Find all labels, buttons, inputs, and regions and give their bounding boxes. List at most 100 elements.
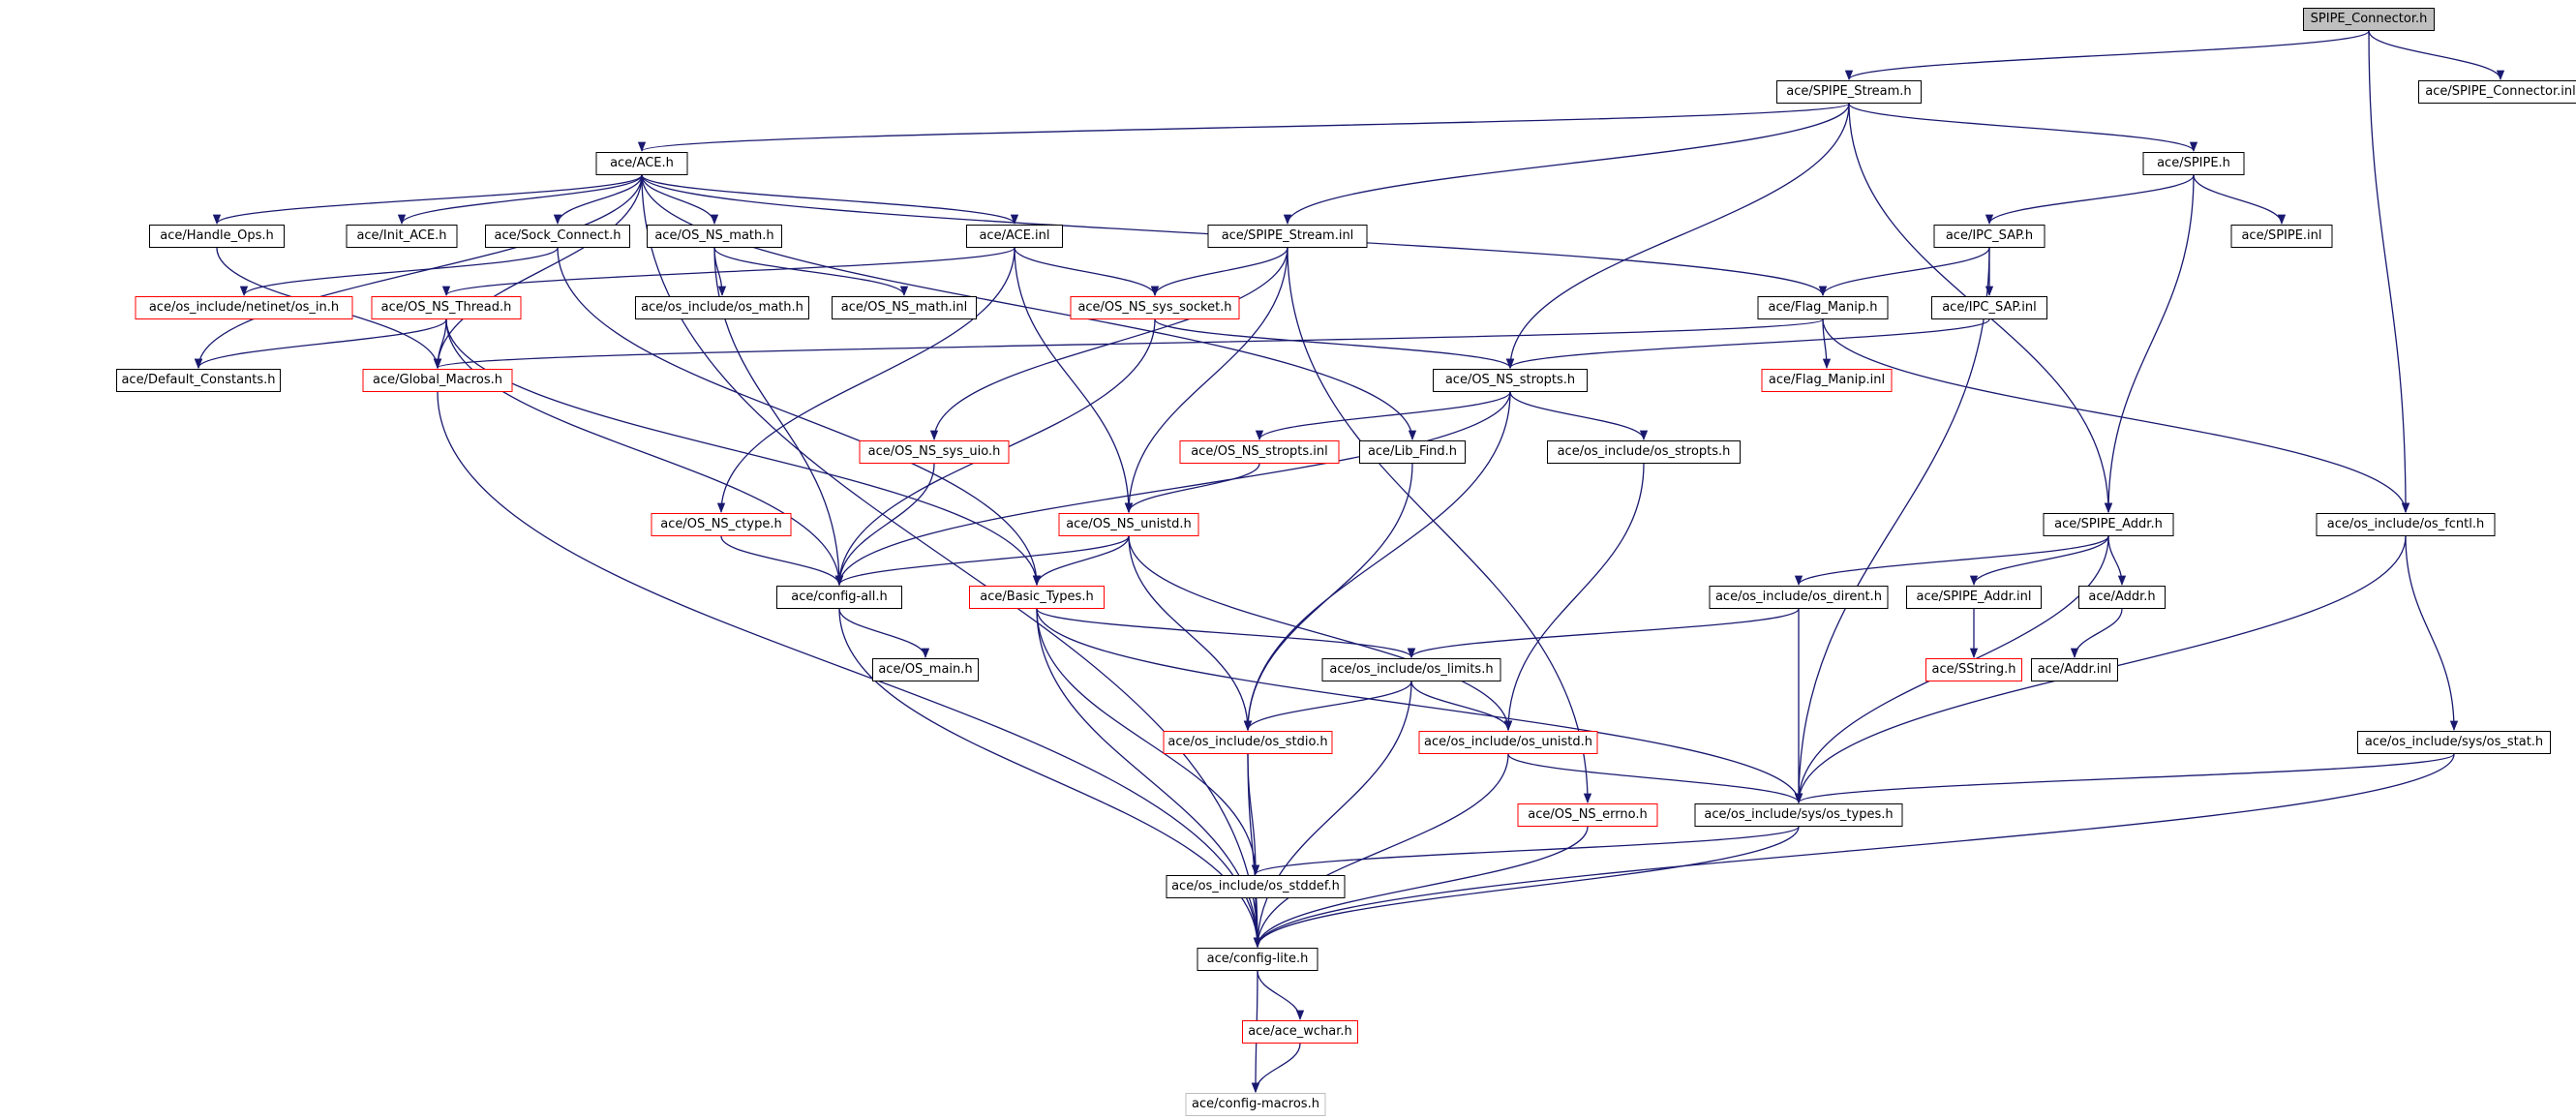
edge-ace-h-to-handle-ops-h bbox=[213, 174, 643, 226]
edge-os-ns-sys-socket-h-to-os-ns-stropts-h bbox=[1154, 318, 1515, 370]
node-os-ns-sys-uio-h[interactable]: ace/OS_NS_sys_uio.h bbox=[859, 440, 1010, 464]
node-global-macros-h[interactable]: ace/Global_Macros.h bbox=[362, 369, 513, 392]
edge-os-ns-math-h-to-os-ns-math-inl bbox=[713, 247, 909, 297]
edge-ace-h-to-os-ns-math-h bbox=[641, 174, 719, 226]
edge-ipc-sap-h-to-flag-manip-h bbox=[1818, 247, 1990, 297]
edge-os-ns-unistd-h-to-config-all-h bbox=[834, 535, 1130, 587]
node-os-limits-h[interactable]: ace/os_include/os_limits.h bbox=[1321, 658, 1501, 681]
node-os-stropts-h[interactable]: ace/os_include/os_stropts.h bbox=[1547, 440, 1741, 464]
edge-os-dirent-h-to-os-limits-h bbox=[1408, 608, 1800, 659]
node-config-lite-h[interactable]: ace/config-lite.h bbox=[1197, 948, 1318, 971]
edge-os-stddef-h-to-config-lite-h bbox=[1253, 897, 1262, 949]
node-spipe-h[interactable]: ace/SPIPE.h bbox=[2142, 152, 2245, 175]
edge-spipe-stream-inl-to-os-ns-sys-socket-h bbox=[1150, 247, 1288, 297]
edge-spipe-connector-h-to-spipe-stream-h bbox=[1845, 30, 2370, 81]
edge-os-limits-h-to-os-unistd-h bbox=[1410, 681, 1513, 732]
node-os-fcntl-h[interactable]: ace/os_include/os_fcntl.h bbox=[2316, 513, 2496, 536]
node-os-ns-thread-h[interactable]: ace/OS_NS_Thread.h bbox=[371, 296, 522, 319]
edge-sock-connect-h-to-basic-types-h bbox=[557, 247, 1042, 587]
node-sock-connect-h[interactable]: ace/Sock_Connect.h bbox=[485, 225, 630, 248]
node-netinet-os-in-h[interactable]: ace/os_include/netinet/os_in.h bbox=[135, 296, 353, 319]
node-handle-ops-h[interactable]: ace/Handle_Ops.h bbox=[149, 225, 285, 248]
edge-spipe-stream-inl-to-os-ns-errno-h bbox=[1287, 247, 1592, 804]
edge-spipe-connector-h-to-spipe-connector-inl bbox=[2368, 30, 2505, 81]
node-spipe-inl[interactable]: ace/SPIPE.inl bbox=[2230, 225, 2333, 248]
edge-sys-os-types-h-to-config-lite-h bbox=[1253, 826, 1800, 949]
edge-flag-manip-h-to-global-macros-h bbox=[434, 318, 1824, 370]
node-os-ns-sys-socket-h[interactable]: ace/OS_NS_sys_socket.h bbox=[1070, 296, 1240, 319]
node-flag-manip-inl[interactable]: ace/Flag_Manip.inl bbox=[1761, 369, 1893, 392]
node-os-ns-math-inl[interactable]: ace/OS_NS_math.inl bbox=[832, 296, 977, 319]
edge-os-ns-stropts-inl-to-os-ns-unistd-h bbox=[1124, 463, 1260, 514]
edge-os-ns-unistd-h-to-os-stdio-h bbox=[1128, 535, 1253, 732]
edge-sock-connect-h-to-netinet-os-in-h bbox=[239, 247, 559, 297]
edge-sys-os-stat-h-to-sys-os-types-h bbox=[1795, 753, 2455, 804]
node-default-constants-h[interactable]: ace/Default_Constants.h bbox=[116, 369, 281, 392]
node-os-math-h[interactable]: ace/os_include/os_math.h bbox=[635, 296, 809, 319]
node-config-macros-h[interactable]: ace/config-macros.h bbox=[1185, 1093, 1326, 1116]
node-ace-inl[interactable]: ace/ACE.inl bbox=[966, 225, 1063, 248]
node-spipe-addr-h[interactable]: ace/SPIPE_Addr.h bbox=[2043, 513, 2174, 536]
edge-os-ns-thread-h-to-config-all-h bbox=[445, 318, 844, 587]
node-os-ns-ctype-h[interactable]: ace/OS_NS_ctype.h bbox=[651, 513, 792, 536]
edge-ace-h-to-default-constants-h bbox=[194, 174, 643, 370]
node-init-ace-h[interactable]: ace/Init_ACE.h bbox=[346, 225, 458, 248]
node-flag-manip-h[interactable]: ace/Flag_Manip.h bbox=[1757, 296, 1889, 319]
edge-spipe-connector-h-to-os-fcntl-h bbox=[2368, 30, 2410, 514]
edge-spipe-stream-inl-to-os-ns-unistd-h bbox=[1124, 247, 1288, 514]
edge-ace-inl-to-os-ns-ctype-h bbox=[716, 247, 1015, 514]
edge-addr-h-to-addr-inl bbox=[2070, 608, 2123, 659]
node-os-ns-math-h[interactable]: ace/OS_NS_math.h bbox=[647, 225, 782, 248]
edge-basic-types-h-to-sys-os-types-h bbox=[1036, 608, 1803, 804]
node-addr-inl[interactable]: ace/Addr.inl bbox=[2031, 658, 2118, 681]
edge-ace-inl-to-os-ns-sys-socket-h bbox=[1014, 247, 1160, 297]
node-ace-h[interactable]: ace/ACE.h bbox=[595, 152, 688, 175]
node-os-ns-stropts-h[interactable]: ace/OS_NS_stropts.h bbox=[1433, 369, 1588, 392]
edge-spipe-h-to-ipc-sap-h bbox=[1985, 174, 2195, 226]
node-lib-find-h[interactable]: ace/Lib_Find.h bbox=[1359, 440, 1466, 464]
edge-ace-wchar-h-to-config-macros-h bbox=[1251, 1043, 1301, 1094]
node-addr-h[interactable]: ace/Addr.h bbox=[2078, 586, 2166, 609]
edge-spipe-h-to-spipe-inl bbox=[2193, 174, 2287, 226]
edge-global-macros-h-to-config-lite-h bbox=[437, 391, 1262, 949]
edge-os-ns-ctype-h-to-config-all-h bbox=[720, 535, 844, 587]
node-os-unistd-h[interactable]: ace/os_include/os_unistd.h bbox=[1418, 731, 1598, 754]
node-os-stdio-h[interactable]: ace/os_include/os_stdio.h bbox=[1163, 731, 1333, 754]
node-os-dirent-h[interactable]: ace/os_include/os_dirent.h bbox=[1709, 586, 1889, 609]
edge-os-fcntl-h-to-sys-os-stat-h bbox=[2405, 535, 2459, 732]
edge-flag-manip-h-to-os-fcntl-h bbox=[1822, 318, 2410, 514]
edge-sys-os-stat-h-to-config-lite-h bbox=[1253, 753, 2455, 949]
edge-os-unistd-h-to-sys-os-types-h bbox=[1507, 753, 1803, 804]
node-spipe-stream-inl[interactable]: ace/SPIPE_Stream.inl bbox=[1207, 225, 1368, 248]
node-ace-wchar-h[interactable]: ace/ace_wchar.h bbox=[1242, 1020, 1358, 1044]
node-sys-os-stat-h[interactable]: ace/os_include/sys/os_stat.h bbox=[2357, 731, 2551, 754]
node-sstring-h[interactable]: ace/SString.h bbox=[1925, 658, 2022, 681]
node-spipe-connector-inl[interactable]: ace/SPIPE_Connector.inl bbox=[2418, 80, 2576, 104]
node-spipe-stream-h[interactable]: ace/SPIPE_Stream.h bbox=[1776, 80, 1922, 104]
edge-os-ns-stropts-h-to-os-stropts-h bbox=[1509, 391, 1649, 441]
edge-spipe-stream-h-to-ace-h bbox=[638, 103, 1850, 153]
node-os-ns-unistd-h[interactable]: ace/OS_NS_unistd.h bbox=[1058, 513, 1199, 536]
edge-ipc-sap-h-to-sys-os-types-h bbox=[1794, 247, 1990, 804]
edge-os-unistd-h-to-config-lite-h bbox=[1253, 753, 1509, 949]
edge-os-stropts-h-to-os-unistd-h bbox=[1503, 463, 1645, 732]
edge-os-ns-thread-h-to-default-constants-h bbox=[194, 318, 447, 370]
edge-spipe-addr-h-to-spipe-addr-inl bbox=[1969, 535, 2109, 587]
edge-ipc-sap-inl-to-os-ns-stropts-h bbox=[1506, 318, 1990, 370]
node-os-ns-stropts-inl[interactable]: ace/OS_NS_stropts.inl bbox=[1179, 440, 1340, 464]
edge-ace-inl-to-os-ns-thread-h bbox=[442, 247, 1015, 297]
node-ipc-sap-inl[interactable]: ace/IPC_SAP.inl bbox=[1931, 296, 2047, 319]
edge-config-all-h-to-os-main-h bbox=[838, 608, 930, 659]
node-os-main-h[interactable]: ace/OS_main.h bbox=[872, 658, 979, 681]
node-spipe-addr-inl[interactable]: ace/SPIPE_Addr.inl bbox=[1906, 586, 2042, 609]
edge-os-ns-sys-uio-h-to-config-all-h bbox=[834, 463, 935, 587]
node-os-ns-errno-h[interactable]: ace/OS_NS_errno.h bbox=[1517, 803, 1658, 827]
node-sys-os-types-h[interactable]: ace/os_include/sys/os_types.h bbox=[1694, 803, 1903, 827]
edge-lib-find-h-to-os-stdio-h bbox=[1243, 463, 1413, 732]
node-config-all-h[interactable]: ace/config-all.h bbox=[776, 586, 902, 609]
edge-ace-inl-to-os-ns-unistd-h bbox=[1014, 247, 1134, 514]
node-basic-types-h[interactable]: ace/Basic_Types.h bbox=[969, 586, 1105, 609]
node-os-stddef-h[interactable]: ace/os_include/os_stddef.h bbox=[1166, 875, 1346, 898]
node-ipc-sap-h[interactable]: ace/IPC_SAP.h bbox=[1933, 225, 2046, 248]
